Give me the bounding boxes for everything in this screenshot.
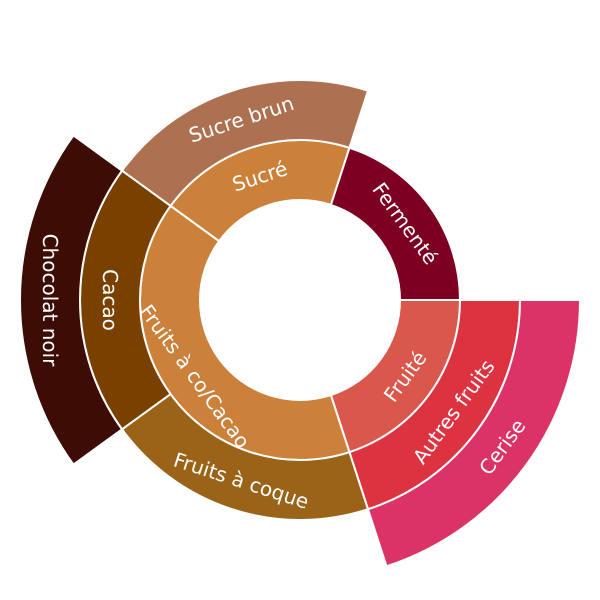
segment-label-chocolat-noir: Chocolat noir (38, 234, 62, 368)
segment-cerise[interactable] (366, 299, 582, 568)
sunburst-segments (19, 79, 582, 568)
segment-label-cacao: Cacao (98, 269, 122, 331)
segment-chocolat-noir[interactable] (19, 134, 124, 466)
segment-sucre-brun[interactable] (120, 79, 370, 208)
